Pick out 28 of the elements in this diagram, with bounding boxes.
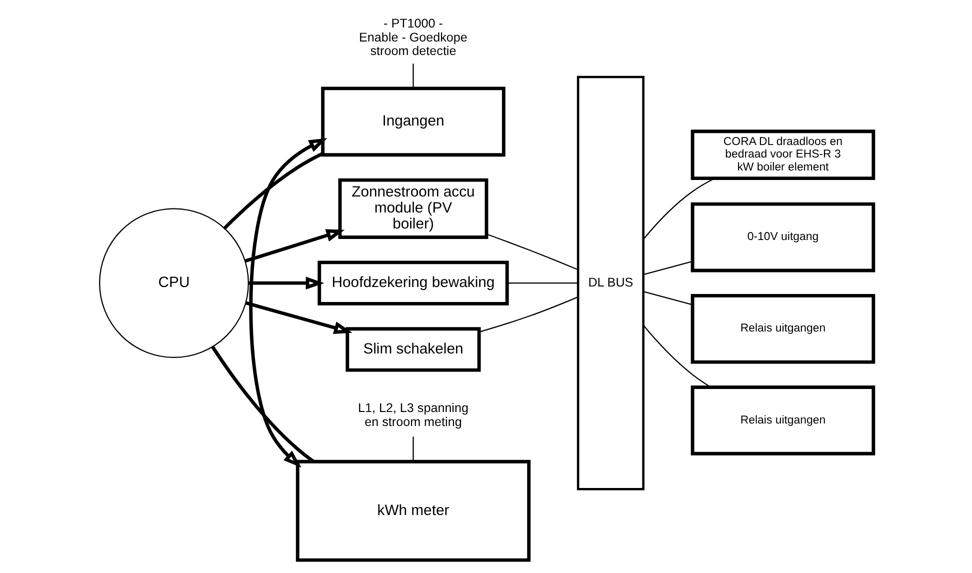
node-box: Ingangen <box>320 86 505 157</box>
connector <box>210 346 314 463</box>
connector <box>412 436 414 462</box>
node-box: Relais uitgangen <box>690 294 875 364</box>
node-box: Zonnestroom accu module (PV boiler) <box>338 178 488 239</box>
node-box: DL BUS <box>576 76 644 490</box>
connector <box>412 64 414 88</box>
node-text: L1, L2, L3 spanning en stroom meting <box>357 401 468 429</box>
connector <box>486 234 578 270</box>
node-box: kWh meter <box>295 460 530 562</box>
node-text: - PT1000 - Enable - Goedkope stroom detectie <box>358 16 467 58</box>
node-box: Hoofdzekering bewaking <box>317 260 508 306</box>
arrow <box>248 138 327 468</box>
node-box: Relais uitgangen <box>690 386 875 456</box>
connector <box>642 260 692 276</box>
connector <box>642 291 692 306</box>
node-box: CORA DL draadloos en bedraad voor EHS-R 3 kW boiler element <box>690 130 875 180</box>
connector <box>642 178 714 240</box>
arrow <box>248 276 324 290</box>
node-circle: CPU <box>98 208 248 358</box>
connector <box>222 152 323 230</box>
connector <box>506 282 578 284</box>
connector <box>642 325 710 388</box>
node-box: 0-10V uitgang <box>690 202 875 272</box>
arrow <box>244 301 352 334</box>
arrow <box>244 229 344 263</box>
connector <box>478 296 578 333</box>
node-box: Slim schakelen <box>345 327 480 372</box>
